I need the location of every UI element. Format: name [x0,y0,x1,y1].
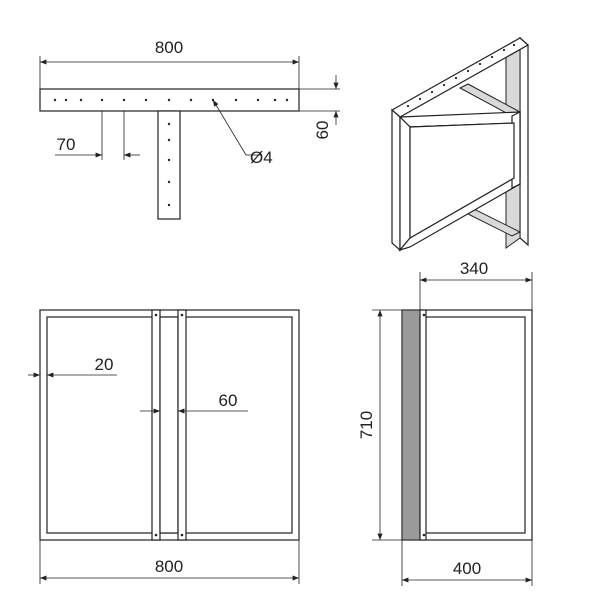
dim-label-hole-spacing: 70 [57,135,76,154]
side-view: 710 340 400 [357,259,533,586]
dim-label-hole-diameter: Ø4 [250,148,273,167]
front-post-right-profile [177,309,187,541]
front-frame-left-side [391,108,401,252]
dim-label-frame-profile: 20 [95,355,114,374]
side-front-edge [419,309,427,541]
dim-label-side-depth: 400 [453,559,481,578]
dim-label-front-width: 800 [155,557,183,576]
dim-label-side-height: 710 [357,411,376,439]
stem-holes [167,122,171,207]
dim-label-rail-height: 60 [313,121,332,140]
dim-label-center-post: 60 [219,391,238,410]
front-frame-opening [409,122,515,240]
isometric-view [390,36,530,252]
center-stem [157,110,181,220]
front-view: 20 60 800 [28,309,300,584]
rail-holes [53,98,289,102]
side-end-profile [401,309,421,541]
front-center-post [159,316,179,534]
dim-label-top-width: 800 [155,38,183,57]
top-view-t-beam: 800 60 70 Ø4 [39,38,340,220]
back-frame-side [519,36,529,247]
front-frame-post [399,115,411,252]
iso-rail-holes [406,43,516,108]
dim-label-side-depth-inner: 340 [460,259,488,278]
front-post-left-profile [151,309,161,541]
